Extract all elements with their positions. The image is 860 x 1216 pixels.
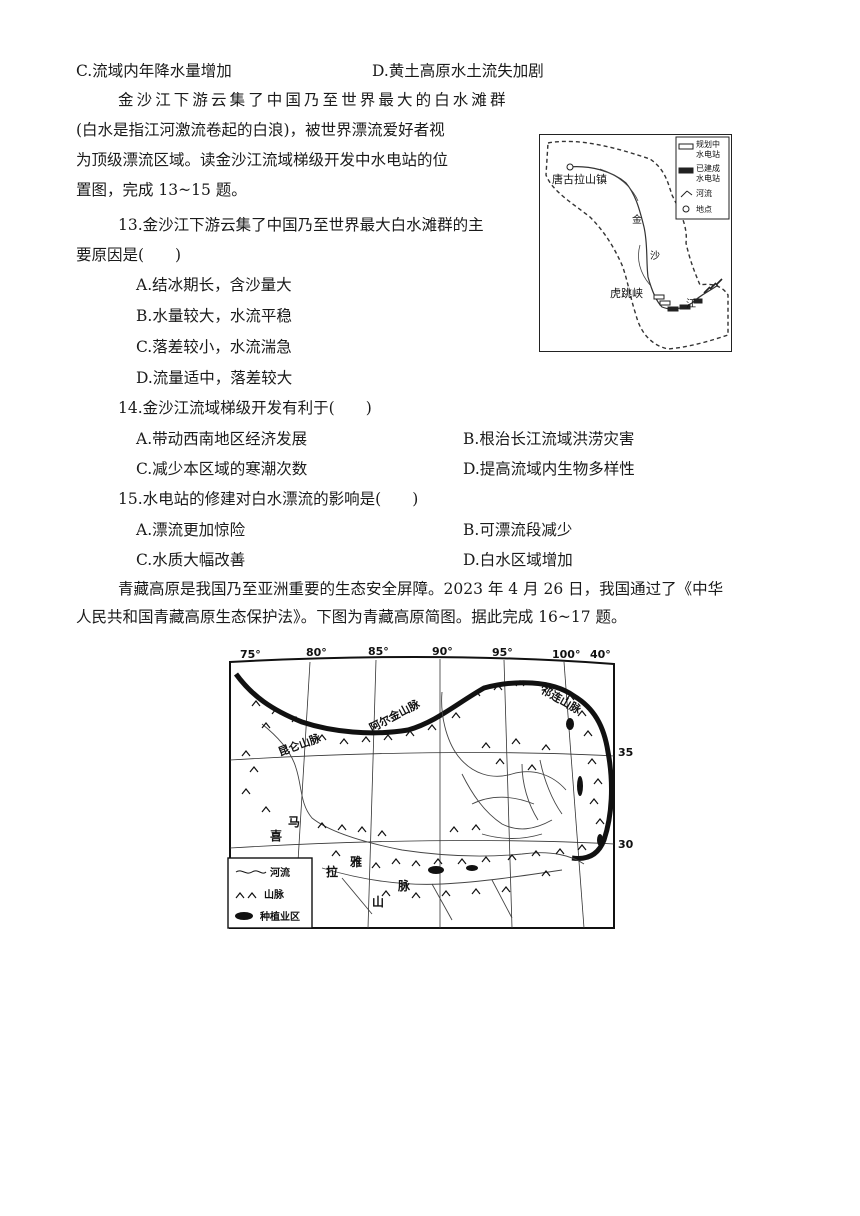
q14-stem: 14.金沙江流域梯级开发有利于( ) xyxy=(118,399,372,417)
intro2-line1: 青藏高原是我国乃至亚洲重要的生态安全屏障。2023 年 4 月 26 日，我国通… xyxy=(118,580,724,598)
intro1-line1: 金沙江下游云集了中国乃至世界最大的白水滩群 xyxy=(118,91,509,109)
jinsha-hydropower-map: 唐古拉山镇 虎跳峡 金 沙 江 规划中 水电站 已建成 水电站 河流 地点 xyxy=(539,134,732,352)
q15-option-c: C.水质大幅改善 xyxy=(136,551,246,569)
lat-30: 30° xyxy=(618,838,634,851)
svg-text:河流: 河流 xyxy=(696,188,712,198)
intro1-line4: 置图，完成 13~15 题。 xyxy=(76,181,247,199)
intro1-line2: (白水是指江河激流卷起的白浪)，被世界漂流爱好者视 xyxy=(76,121,445,139)
label-kunlun-mountains: 昆仑山脉 xyxy=(276,730,323,759)
q14-option-c: C.减少本区域的寒潮次数 xyxy=(136,460,308,478)
jinsha-map-legend: 规划中 水电站 已建成 水电站 河流 地点 xyxy=(675,136,730,220)
plateau-map-legend: 河流 山脉 种植业区 xyxy=(227,857,313,929)
label-himalaya-3: 拉 xyxy=(326,864,338,879)
river-label-jin: 金 xyxy=(632,213,642,226)
lon-80: 80° xyxy=(306,646,327,659)
intro2-line2: 人民共和国青藏高原生态保护法》。下图为青藏高原简图。据此完成 16~17 题。 xyxy=(76,608,627,626)
q12-option-d: D.黄土高原水土流失加剧 xyxy=(372,62,544,80)
q14-option-a: A.带动西南地区经济发展 xyxy=(136,430,308,448)
jinsha-map-svg: 唐古拉山镇 虎跳峡 金 沙 江 规划中 水电站 已建成 水电站 河流 地点 xyxy=(545,136,730,350)
q15-option-d: D.白水区域增加 xyxy=(463,551,573,569)
lon-90: 90° xyxy=(432,645,453,658)
label-himalaya-6: 脉 xyxy=(397,878,411,893)
svg-text:水电站: 水电站 xyxy=(696,173,720,183)
label-himalaya-5: 山 xyxy=(372,894,384,909)
river-label-jiang: 江 xyxy=(686,298,696,310)
q13-option-a: A.结冰期长，含沙量大 xyxy=(136,276,292,294)
qinghai-tibet-map: 75° 80° 85° 90° 95° 100° 40° 35° 30° xyxy=(222,644,639,930)
q12-option-c: C.流域内年降水量增加 xyxy=(76,62,232,80)
q13-stem-line1: 13.金沙江下游云集了中国乃至世界最大白水滩群的主 xyxy=(118,216,484,234)
lon-95: 95° xyxy=(492,646,513,659)
lon-100: 100° xyxy=(552,648,580,661)
legend-mountain: 山脉 xyxy=(264,888,285,901)
label-himalaya-1: 喜 xyxy=(270,828,282,843)
q13-stem-line2: 要原因是( ) xyxy=(76,246,182,264)
place-tanggula: 唐古拉山镇 xyxy=(552,172,607,186)
place-hutiao: 虎跳峡 xyxy=(610,286,643,300)
svg-text:地点: 地点 xyxy=(696,204,712,214)
label-himalaya-4: 雅 xyxy=(349,854,362,869)
q13-option-d: D.流量适中，落差较大 xyxy=(136,369,293,387)
river-label-sha: 沙 xyxy=(650,250,660,262)
svg-text:水电站: 水电站 xyxy=(696,149,720,159)
label-himalaya-2: 马 xyxy=(288,815,300,829)
q13-option-b: B.水量较大，水流平稳 xyxy=(136,307,292,325)
lat-40: 40° xyxy=(590,648,611,661)
qinghai-tibet-map-svg: 75° 80° 85° 90° 95° 100° 40° 35° 30° xyxy=(227,645,639,929)
q15-stem: 15.水电站的修建对白水漂流的影响是( ) xyxy=(118,490,419,508)
q15-option-b: B.可漂流段减少 xyxy=(463,521,573,539)
lat-35: 35° xyxy=(618,746,634,759)
legend-river: 河流 xyxy=(270,866,290,879)
svg-text:规划中: 规划中 xyxy=(696,139,720,149)
svg-text:已建成: 已建成 xyxy=(696,163,720,173)
q14-option-d: D.提高流域内生物多样性 xyxy=(463,460,635,478)
lon-75: 75° xyxy=(240,648,261,661)
q14-option-b: B.根治长江流域洪涝灾害 xyxy=(463,430,635,448)
q15-option-a: A.漂流更加惊险 xyxy=(136,521,246,539)
q13-option-c: C.落差较小，水流湍急 xyxy=(136,338,292,356)
intro1-line3: 为顶级漂流区域。读金沙江流域梯级开发中水电站的位 xyxy=(76,151,449,169)
lon-85: 85° xyxy=(368,645,389,658)
legend-farming-area: 种植业区 xyxy=(259,910,300,923)
